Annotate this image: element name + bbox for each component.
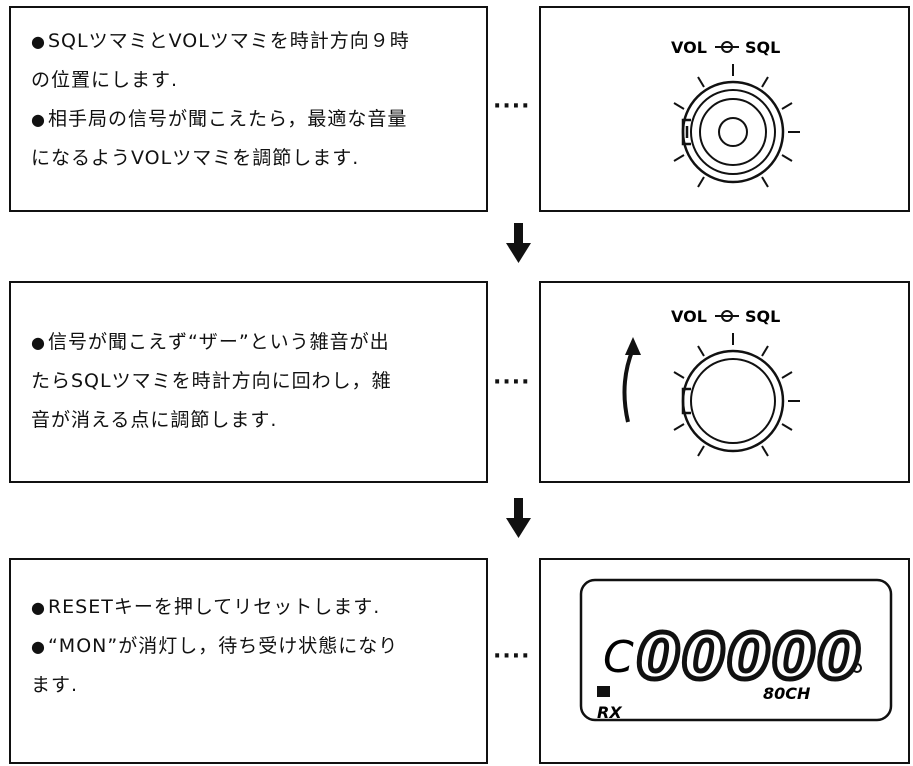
knob-illustration-2: VOL SQL: [622, 307, 800, 457]
step3-bullet1: ●RESETキーを押してリセットします.: [31, 596, 381, 618]
knob-inner-ring: [690, 358, 776, 444]
knob-outer-ring: [681, 80, 785, 184]
step3-display-box: C 00000 80CH RX: [539, 558, 910, 764]
step1-bullet1-cont: の位置にします.: [31, 69, 179, 91]
knob-inner-ring: [699, 98, 767, 166]
lcd-degree-mark: [852, 663, 862, 673]
rotate-arrow-shaft: [622, 348, 635, 423]
rotate-arrow-icon: [625, 337, 641, 355]
lcd-indicator-icon: [597, 686, 610, 697]
step3-bullet2: ●“MON”が消灯し，待ち受け状態になり: [31, 635, 399, 657]
knob-illustration-1: VOL SQL: [671, 38, 800, 188]
lcd-mode: RX: [597, 703, 622, 722]
knob-pointer-icon: [681, 387, 691, 415]
down-arrow-icon-1: [506, 223, 531, 263]
step2-text-box: ●信号が聞こえず“ザー”という雑音が出 たらSQLツマミを時計方向に回わし，雑 …: [9, 281, 488, 483]
dial-ticks-2: [673, 333, 800, 457]
step2-bullet1-cont: たらSQLツマミを時計方向に回わし，雑: [31, 370, 392, 392]
connector-dots-3: ····: [493, 644, 531, 669]
lcd-channel: 80CH: [763, 684, 811, 703]
vol-label: VOL: [671, 307, 707, 326]
lcd-prefix: C: [603, 632, 634, 683]
step3-text: ●RESETキーを押してリセットします. ●“MON”が消灯し，待ち受け状態にな…: [31, 588, 472, 705]
knob-pointer-icon: [681, 118, 691, 146]
connector-dots-1: ····: [493, 94, 531, 119]
step3-bullet2-cont: ます.: [31, 674, 79, 696]
lcd-digits: 00000: [637, 620, 863, 693]
knob-ring: [690, 89, 776, 175]
lcd-frame: [579, 578, 893, 722]
step2-bullet1-cont2: 音が消える点に調節します.: [31, 409, 278, 431]
step1-knob-box: VOL SQL: [539, 6, 910, 212]
connector-dots-2: ····: [493, 370, 531, 395]
step2-bullet1: ●信号が聞こえず“ザー”という雑音が出: [31, 331, 390, 353]
lcd-illustration: C 00000 80CH RX: [579, 578, 893, 722]
step1-text-box: ●SQLツマミとVOLツマミを時計方向９時 の位置にします. ●相手局の信号が聞…: [9, 6, 488, 212]
step1-bullet1: ●SQLツマミとVOLツマミを時計方向９時: [31, 30, 410, 52]
down-arrow-icon-2: [506, 498, 531, 538]
step2-text: ●信号が聞こえず“ザー”という雑音が出 たらSQLツマミを時計方向に回わし，雑 …: [31, 323, 472, 440]
knob-center: [718, 117, 748, 147]
dial-ticks-1: [673, 64, 800, 188]
step1-text: ●SQLツマミとVOLツマミを時計方向９時 の位置にします. ●相手局の信号が聞…: [31, 22, 472, 178]
step1-bullet2: ●相手局の信号が聞こえたら，最適な音量: [31, 108, 408, 130]
sql-label: SQL: [745, 38, 780, 57]
step2-knob-box: VOL SQL: [539, 281, 910, 483]
step3-text-box: ●RESETキーを押してリセットします. ●“MON”が消灯し，待ち受け状態にな…: [9, 558, 488, 764]
knob-outer-ring: [681, 349, 785, 453]
step1-bullet2-cont: になるようVOLツマミを調節します.: [31, 147, 360, 169]
sql-label: SQL: [745, 307, 780, 326]
vol-label: VOL: [671, 38, 707, 57]
